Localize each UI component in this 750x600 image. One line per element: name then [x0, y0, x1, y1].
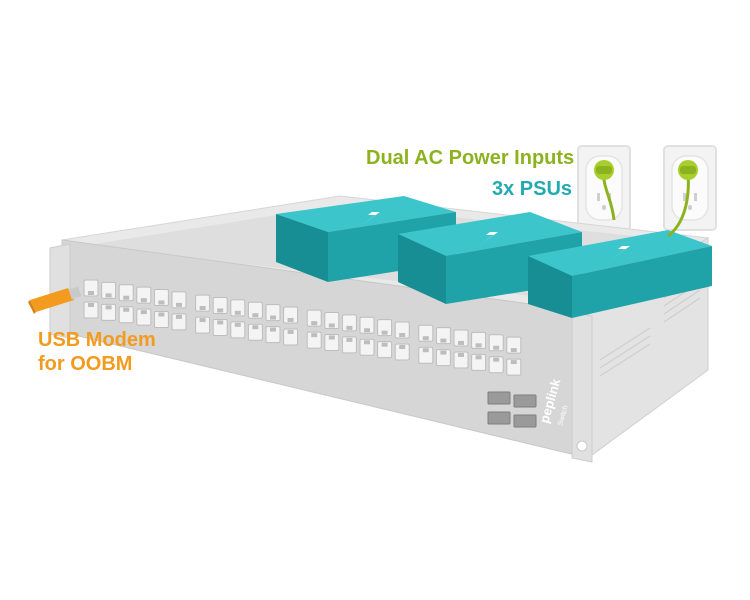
rj45-port: [83, 279, 99, 297]
rj45-port: [418, 346, 434, 364]
power-plug-right: [678, 160, 698, 180]
rj45-port: [283, 328, 299, 346]
rj45-port: [377, 319, 393, 337]
rj45-port: [230, 299, 246, 317]
rj45-port: [195, 294, 211, 312]
rj45-port: [488, 356, 504, 374]
rj45-port: [153, 311, 169, 329]
rj45-port: [101, 281, 117, 299]
rj45-port: [195, 316, 211, 334]
usb-modem-label-line1: USB Modem: [38, 329, 156, 351]
lightning-bolt-icon: [360, 203, 384, 226]
power-inputs-label: Dual AC Power Inputs: [366, 147, 575, 169]
rj45-port: [435, 327, 451, 345]
rj45-port: [453, 351, 469, 369]
rj45-port: [471, 331, 487, 349]
rj45-port: [283, 306, 299, 324]
rj45-port: [506, 358, 522, 376]
wall-outlet-left: [577, 145, 631, 231]
rj45-port: [435, 349, 451, 367]
rj45-port: [394, 321, 410, 339]
rj45-port: [471, 353, 487, 371]
rj45-port: [306, 309, 322, 327]
rj45-port: [324, 334, 340, 352]
sfp-port: [513, 414, 537, 428]
rj45-port: [101, 303, 117, 321]
rj45-port: [341, 336, 357, 354]
usb-modem-label-line2: for OOBM: [38, 353, 133, 375]
psu-module: [528, 230, 712, 318]
rj45-port: [230, 321, 246, 339]
rj45-port: [265, 326, 281, 344]
lightning-bolt-icon: [610, 237, 634, 260]
rj45-port: [171, 291, 187, 309]
sfp-port-group: [487, 391, 537, 428]
power-plug-left: [594, 160, 614, 180]
rj45-port: [118, 284, 134, 302]
rj45-port: [341, 314, 357, 332]
rj45-port: [453, 329, 469, 347]
sfp-port: [487, 391, 511, 405]
usb-modem-label: USB Modem for OOBM: [38, 328, 156, 376]
usb-modem-icon: [28, 286, 82, 314]
rj45-port: [418, 324, 434, 342]
rj45-port: [83, 301, 99, 319]
rj45-port: [324, 312, 340, 330]
wall-outlet-right: [663, 145, 717, 231]
rack-ear-right: [571, 311, 593, 463]
lightning-bolt-icon: [478, 223, 502, 246]
psus-label: 3x PSUs: [492, 178, 573, 200]
rj45-port: [265, 304, 281, 322]
rj45-port: [118, 306, 134, 324]
rj45-port: [247, 323, 263, 341]
sfp-port: [513, 394, 537, 408]
rj45-port: [359, 316, 375, 334]
sfp-port: [487, 411, 511, 425]
rj45-port: [212, 318, 228, 336]
rj45-port: [377, 341, 393, 359]
psu-group: [276, 196, 712, 318]
rj45-port: [136, 308, 152, 326]
rj45-port: [212, 296, 228, 314]
rj45-port: [136, 286, 152, 304]
rj45-port-grid: [83, 279, 522, 376]
rj45-port: [171, 313, 187, 331]
rj45-port: [247, 301, 263, 319]
rj45-port: [506, 336, 522, 354]
rj45-port: [488, 334, 504, 352]
rj45-port: [306, 331, 322, 349]
rj45-port: [394, 343, 410, 361]
rj45-port: [153, 289, 169, 307]
rj45-port: [359, 338, 375, 356]
